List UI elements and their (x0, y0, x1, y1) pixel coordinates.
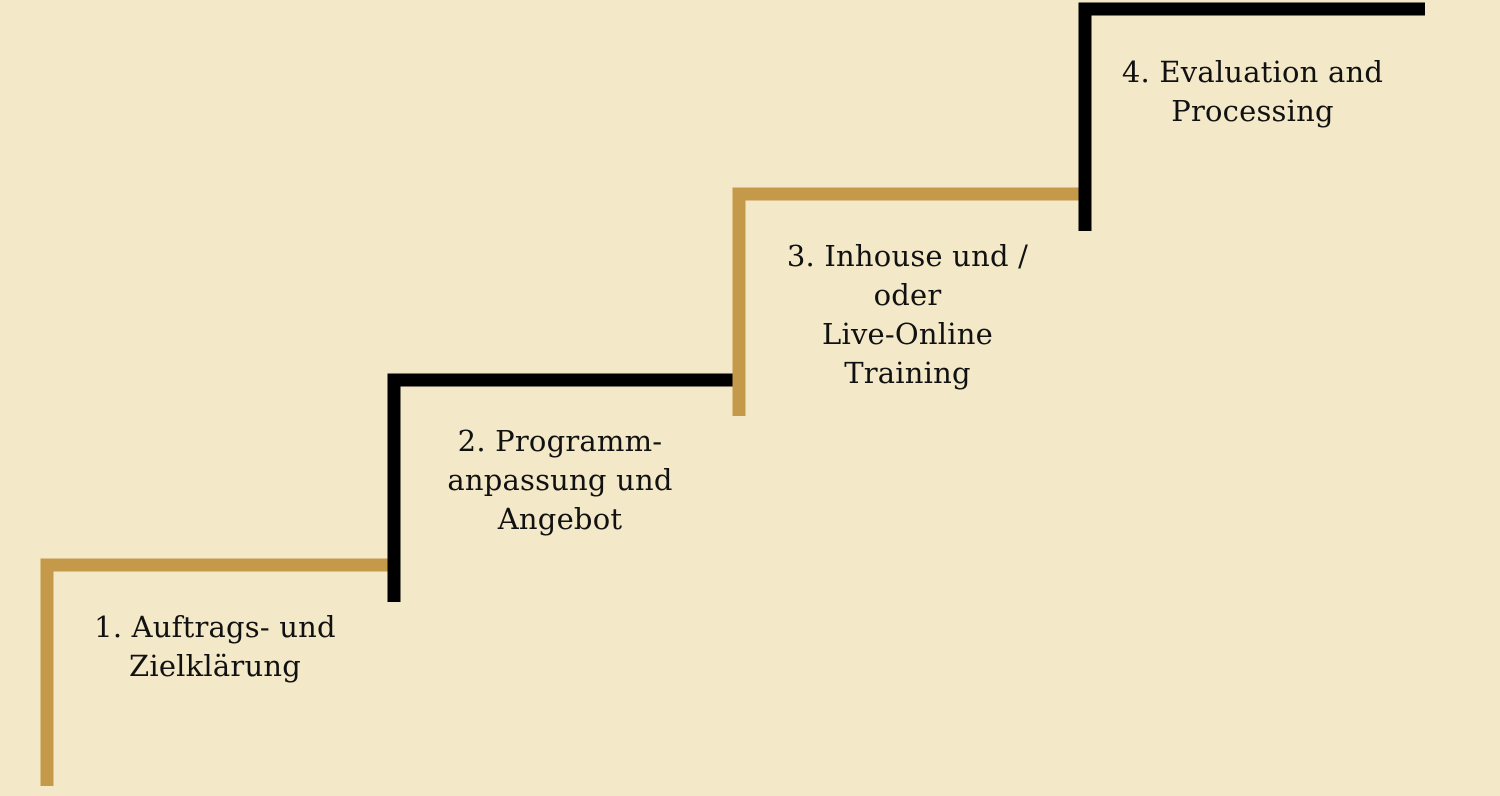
step-4-label: 4. Evaluation and Processing (1121, 55, 1384, 128)
step-1-line (40, 558, 394, 786)
step-1-label: 1. Auftrags- und Zielklärung (94, 610, 336, 683)
step-2-label: 2. Programm- anpassung und Angebot (447, 424, 673, 536)
step-3-label: 3. Inhouse und / oder Live-Online Traini… (786, 239, 1029, 390)
step-2-line (387, 373, 739, 602)
step-3-line (732, 187, 1085, 416)
step-4-line (1078, 2, 1425, 231)
